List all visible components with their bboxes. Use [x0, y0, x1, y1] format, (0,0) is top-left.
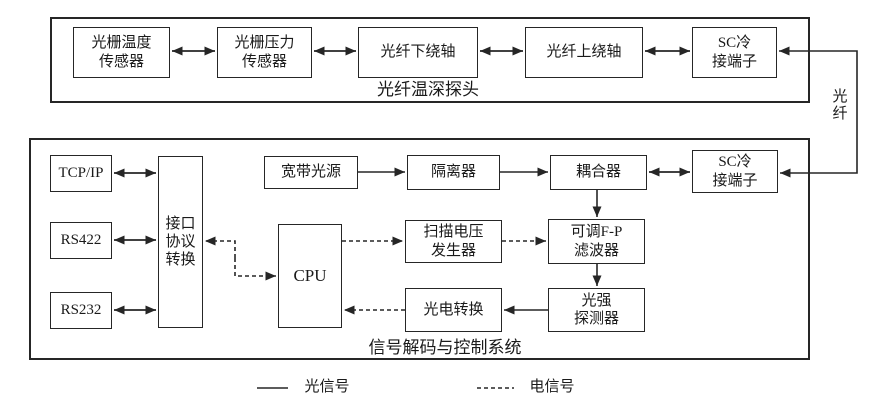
box-tunable-fp-filter: 可调F-P 滤波器 — [548, 219, 645, 264]
control-section-frame — [29, 138, 810, 360]
box-fiber-lower-winding-shaft: 光纤下绕轴 — [358, 27, 478, 78]
box-light-intensity-detector: 光强 探测器 — [548, 288, 645, 332]
box-grating-temperature-sensor: 光栅温度 传感器 — [73, 27, 170, 78]
box-scan-voltage-generator: 扫描电压 发生器 — [405, 220, 502, 263]
box-coupler: 耦合器 — [550, 155, 647, 190]
control-section-label: 信号解码与控制系统 — [368, 338, 522, 357]
box-isolator: 隔离器 — [407, 155, 500, 190]
box-photoelectric-converter: 光电转换 — [405, 288, 502, 332]
legend-optical-signal-label: 光信号 — [304, 379, 350, 395]
box-rs422: RS422 — [50, 222, 112, 259]
box-sc-cold-connector-probe: SC冷 接端子 — [692, 27, 777, 78]
box-rs232: RS232 — [50, 292, 112, 329]
fiber-link-label: 光 纤 — [832, 89, 848, 123]
box-interface-protocol-converter: 接口 协议 转换 — [158, 156, 203, 328]
box-fiber-upper-winding-shaft: 光纤上绕轴 — [525, 27, 643, 78]
box-cpu: CPU — [278, 224, 342, 328]
box-sc-cold-connector-control: SC冷 接端子 — [692, 150, 778, 193]
probe-section-label: 光纤温深探头 — [377, 80, 479, 99]
box-grating-pressure-sensor: 光栅压力 传感器 — [217, 27, 312, 78]
box-tcpip: TCP/IP — [50, 155, 112, 192]
legend-electrical-signal-label: 电信号 — [529, 379, 575, 395]
box-broadband-light-source: 宽带光源 — [264, 156, 358, 189]
